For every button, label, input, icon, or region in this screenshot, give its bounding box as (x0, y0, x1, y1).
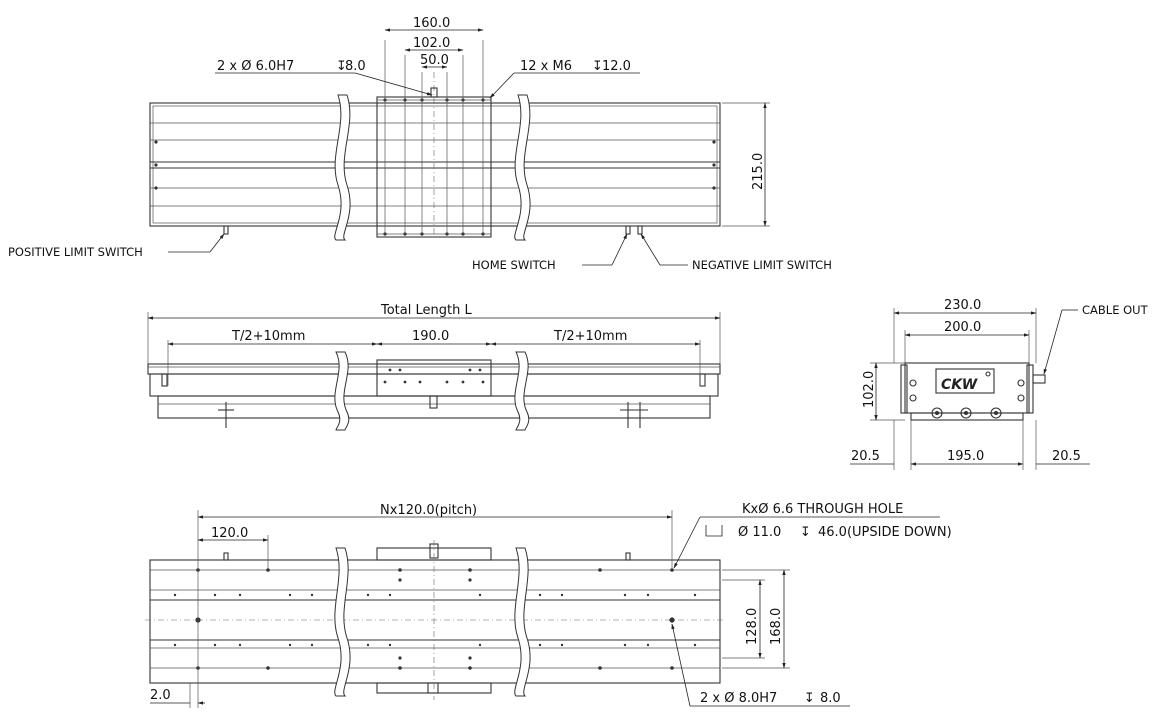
dim-20-5-left: 20.5 (851, 449, 880, 464)
pitch-dim: Nx120.0(pitch) (380, 503, 477, 518)
depth-symbol-icon: ↧ (800, 525, 811, 540)
pin-holes-callout: 2 x Ø 6.0H7 (217, 59, 294, 74)
dim-128: 128.0 (745, 608, 760, 645)
dim-215: 215.0 (751, 153, 766, 190)
dim-50: 50.0 (420, 53, 449, 68)
dim-102: 102.0 (413, 36, 450, 51)
pins-callout: 2 x Ø 8.0H7 (700, 691, 777, 706)
positive-limit-switch-label: POSITIVE LIMIT SWITCH (8, 245, 143, 259)
counterbore-callout: Ø 11.0 (738, 525, 781, 540)
ckw-logo: CKW (941, 377, 978, 393)
dim-2: 2.0 (150, 688, 171, 703)
through-hole-callout: KxØ 6.6 THROUGH HOLE (742, 502, 903, 517)
end-view: CKW 230.0 200.0 102.0 20.5 195.0 20.5 CA… (850, 298, 1149, 470)
side-view: Total Length L T/2+10mm 190.0 T/2+10mm (147, 303, 721, 431)
left-segment-dim: T/2+10mm (231, 329, 305, 344)
end-width-200: 200.0 (944, 320, 981, 335)
cable-connector-icon (1032, 374, 1046, 384)
dim-20-5-right: 20.5 (1052, 449, 1081, 464)
carriage-holes (383, 368, 485, 384)
carriage-length-dim: 190.0 (412, 329, 449, 344)
counterbore-depth: 46.0(UPSIDE DOWN) (818, 525, 952, 540)
switches (218, 402, 648, 428)
end-width-230: 230.0 (944, 298, 981, 313)
cable-out-label: CABLE OUT (1082, 303, 1149, 317)
pins-depth: 8.0 (820, 691, 841, 706)
bottom-view: Nx120.0(pitch) 120.0 2.0 128.0 168.0 KxØ… (145, 502, 952, 708)
end-height-102: 102.0 (862, 371, 877, 408)
dim-195: 195.0 (947, 449, 984, 464)
depth-symbol-icon: ↧ (336, 59, 347, 74)
tap-holes-callout: 12 x M6 (520, 59, 572, 74)
depth-symbol-icon: ↧ (592, 59, 603, 74)
depth-symbol-icon: ↧ (804, 691, 815, 706)
pin-depth: 8.0 (345, 59, 366, 74)
bottom-holes (173, 568, 697, 670)
counterbore-icon (705, 525, 723, 537)
dim-160: 160.0 (413, 16, 450, 31)
home-switch-label: HOME SWITCH (472, 258, 556, 272)
top-view: 160.0 102.0 50.0 215.0 2 x Ø 6.0H7 ↧ 8.0… (8, 16, 832, 272)
right-segment-dim: T/2+10mm (553, 329, 627, 344)
dim-120: 120.0 (211, 526, 248, 541)
tap-holes (154, 98, 716, 236)
dim-168: 168.0 (769, 608, 784, 645)
tap-depth: 12.0 (602, 59, 631, 74)
negative-limit-switch-label: NEGATIVE LIMIT SWITCH (692, 258, 832, 272)
total-length-label: Total Length L (380, 303, 472, 318)
